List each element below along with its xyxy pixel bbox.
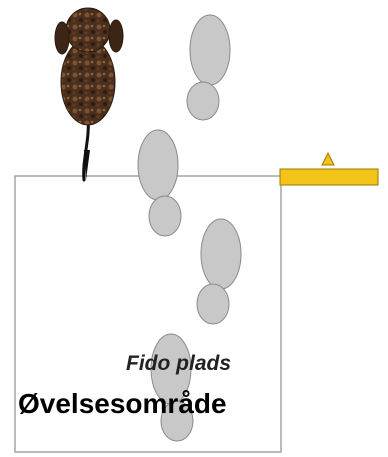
footprint-icon	[187, 15, 230, 120]
yellow-marker-flag-icon	[280, 153, 378, 185]
fido-spot-label: Fido plads	[126, 352, 231, 376]
training-area-label: Øvelsesområde	[18, 388, 227, 420]
dog-top-view-icon	[55, 8, 123, 180]
